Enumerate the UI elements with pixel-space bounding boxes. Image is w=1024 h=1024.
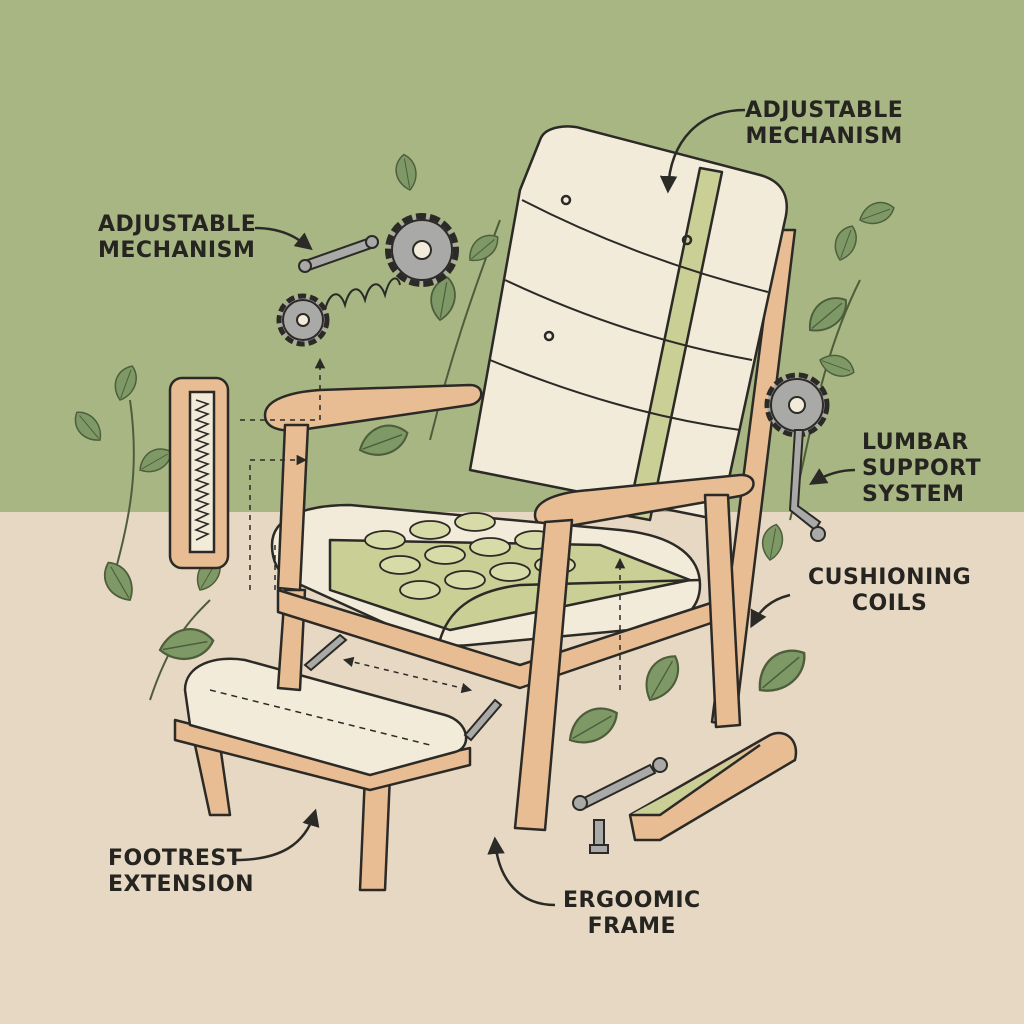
- label-line: SYSTEM: [862, 482, 965, 507]
- spring-housing: [168, 376, 230, 570]
- assembly-guides: [240, 357, 626, 694]
- label-line: MECHANISM: [745, 124, 903, 149]
- label-cushioning-coils: CUSHIONING COILS: [808, 565, 971, 617]
- callout-arrows: [234, 108, 856, 907]
- slider-arms: [303, 633, 503, 742]
- lumbar-gear: [764, 372, 830, 542]
- label-line: FRAME: [587, 914, 677, 939]
- wrench-and-bolt: [572, 757, 668, 854]
- label-adjustable-mechanism-top: ADJUSTABLE MECHANISM: [745, 98, 903, 150]
- label-line: SUPPORT: [862, 456, 982, 481]
- label-adjustable-mechanism-left: ADJUSTABLE MECHANISM: [98, 212, 256, 264]
- label-line: FOOTREST: [108, 846, 243, 871]
- label-ergonomic-frame: ERGOOMIC FRAME: [563, 888, 701, 940]
- label-line: EXTENSION: [108, 872, 255, 897]
- cushioning-coils: [364, 512, 576, 600]
- label-line: ERGOOMIC: [563, 888, 701, 913]
- armrests: [263, 383, 755, 528]
- label-line: ADJUSTABLE: [98, 212, 257, 237]
- label-line: ADJUSTABLE: [745, 98, 904, 123]
- label-lumbar-support-system: LUMBAR SUPPORT SYSTEM: [862, 430, 981, 508]
- label-line: CUSHIONING: [808, 565, 972, 590]
- chair-frame-front: [276, 423, 742, 832]
- label-footrest-extension: FOOTREST EXTENSION: [108, 846, 254, 898]
- footrest: [173, 657, 472, 892]
- spare-armrest: [628, 731, 798, 842]
- backrest-cushion: [468, 125, 788, 522]
- label-line: MECHANISM: [98, 238, 256, 263]
- gear-mechanism: [276, 213, 459, 347]
- label-line: COILS: [851, 591, 928, 616]
- label-line: LUMBAR: [862, 430, 969, 455]
